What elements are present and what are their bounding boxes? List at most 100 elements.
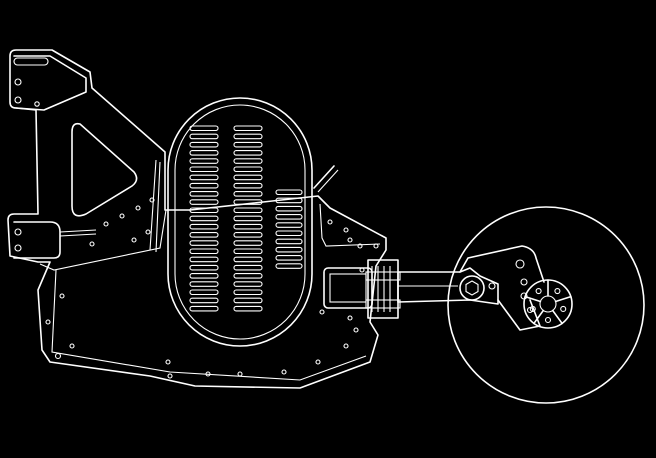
linkage-upper-arm <box>459 245 545 283</box>
vent-slot <box>233 141 263 148</box>
vent-slot <box>189 223 219 230</box>
vent-slot <box>275 205 303 212</box>
bolt-hole <box>319 309 325 315</box>
bolt-hole <box>343 343 349 349</box>
gauge-wheel <box>447 206 645 404</box>
wheel-rim <box>447 206 645 404</box>
bolt-hole <box>281 369 287 375</box>
bolt-hole <box>237 371 243 377</box>
arm-bracket-inner <box>329 273 367 303</box>
lower-bracket-plate <box>13 221 61 259</box>
bolt-hole <box>343 227 349 233</box>
bolt-hole <box>59 293 65 299</box>
vent-slot <box>189 305 219 312</box>
upper-bracket-inner <box>13 55 87 111</box>
bolt-hole <box>131 237 137 243</box>
bolt-hole <box>45 319 51 325</box>
bolt-holes <box>14 78 379 379</box>
linkage-pin <box>515 259 525 269</box>
bolt-hole <box>205 371 211 377</box>
vent-slot <box>233 289 263 296</box>
vent-slot <box>233 125 263 132</box>
bolt-hole <box>89 241 95 247</box>
clamp-band <box>365 271 401 281</box>
vent-slot <box>233 264 263 271</box>
vent-slot <box>189 125 219 132</box>
vent-slot <box>189 133 219 140</box>
cover-outline <box>167 97 313 347</box>
hub-bolt <box>529 305 536 312</box>
vent-slot <box>275 230 303 237</box>
vent-slot <box>233 297 263 304</box>
bolt-hole <box>149 197 155 203</box>
handle-lever <box>313 165 335 189</box>
vent-slot <box>233 223 263 230</box>
bolt-hole <box>135 205 141 211</box>
bolt-hole <box>327 219 333 225</box>
hub-bolt <box>560 305 567 312</box>
vent-slot <box>233 281 263 287</box>
bolt-hole <box>14 228 22 236</box>
vent-slot <box>189 141 219 148</box>
linkage-pin <box>520 278 528 286</box>
vent-slot <box>189 166 219 173</box>
bolt-hole <box>347 315 353 321</box>
vent-slot <box>189 289 219 296</box>
bolt-hole <box>357 243 363 249</box>
vent-slot <box>189 281 219 287</box>
tine-slot-cover <box>167 97 313 347</box>
vent-slot <box>189 256 219 263</box>
arm-beam <box>397 267 499 305</box>
vent-slot <box>275 263 303 269</box>
vent-slot <box>275 246 303 253</box>
bracket-rod <box>59 229 97 233</box>
vent-slot <box>189 158 219 164</box>
arm-linkage <box>323 245 545 331</box>
vent-slot <box>189 191 219 197</box>
vent-slot <box>233 182 263 189</box>
frame-gusset <box>149 159 161 253</box>
vent-slot <box>189 207 219 214</box>
hub-bolt <box>535 288 542 295</box>
vent-slot <box>233 273 263 279</box>
vent-slot <box>233 215 263 222</box>
vent-slot <box>233 199 263 205</box>
hub-spokes <box>524 279 572 325</box>
bolt-hole <box>54 352 62 360</box>
vent-slot <box>275 238 303 245</box>
vent-slot <box>233 232 263 238</box>
frame-lower-edge <box>51 269 367 381</box>
hub-bolt <box>544 316 552 324</box>
vent-slot <box>233 305 263 312</box>
bolt-hole <box>14 244 22 252</box>
hub-spoke <box>554 295 572 303</box>
vent-slot <box>233 150 263 156</box>
bolt-hole <box>347 237 353 243</box>
frame-inner-edge <box>39 209 167 271</box>
vent-slot <box>275 189 303 196</box>
vent-slot <box>275 197 303 204</box>
clamp-band <box>365 299 401 309</box>
vent-slot <box>233 248 263 255</box>
vent-slot <box>189 232 219 238</box>
vent-slot <box>189 174 219 181</box>
handle-lever-2 <box>317 169 339 193</box>
cover-inner-outline <box>174 104 306 340</box>
hub-spoke <box>533 309 545 325</box>
bracket-rod-2 <box>59 233 97 237</box>
bolt-hole <box>34 101 40 107</box>
vent-slot <box>189 199 219 205</box>
vent-slot <box>189 297 219 304</box>
frame-right-edge <box>319 203 381 247</box>
vent-slot <box>189 150 219 156</box>
bolt-hole <box>14 78 22 86</box>
vent-slot <box>275 255 303 261</box>
vent-slot <box>189 273 219 279</box>
triangle-cutout <box>71 122 138 217</box>
bolt-hole <box>165 359 171 365</box>
vent-slot <box>233 166 263 173</box>
bracket-slot <box>13 57 49 66</box>
hub-spoke <box>524 295 542 303</box>
vent-slot <box>189 240 219 246</box>
